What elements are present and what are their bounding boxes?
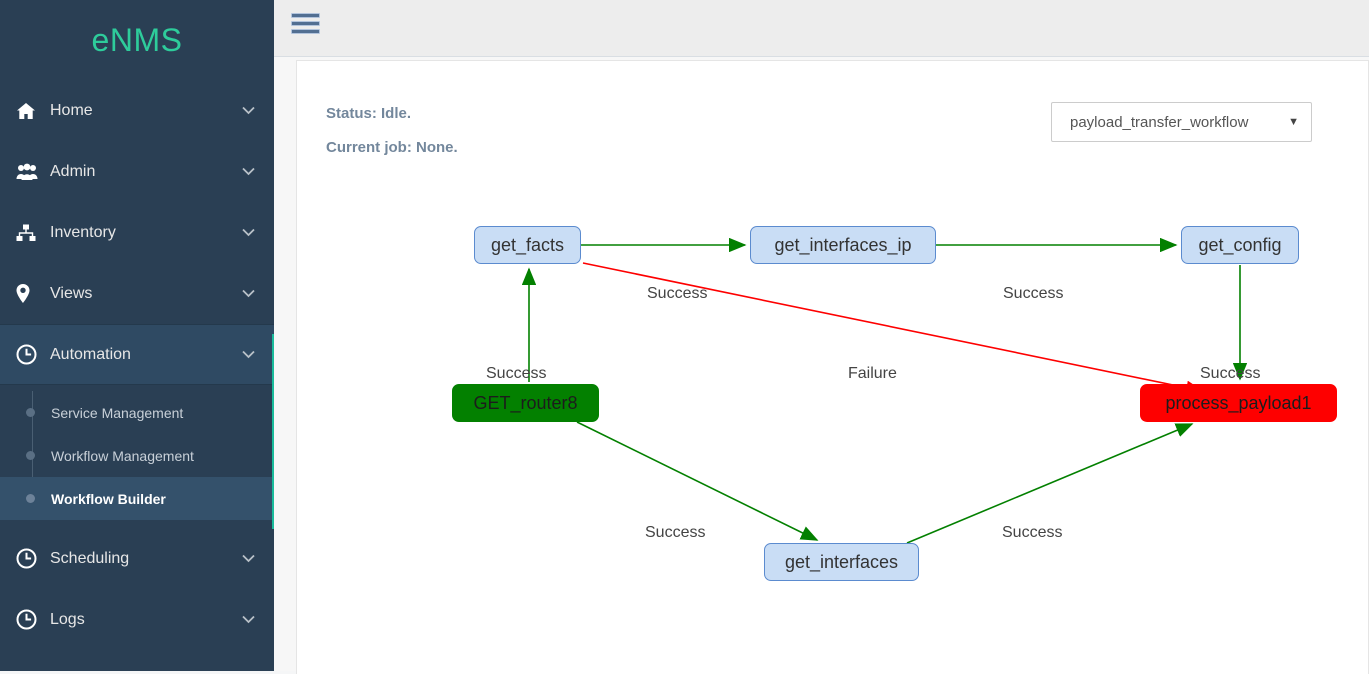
sidebar-item-label: Home — [50, 101, 93, 119]
sitemap-icon — [16, 224, 46, 242]
brand-logo[interactable]: eNMS — [0, 0, 274, 80]
workflow-builder-panel: Status: Idle. Current job: None. payload… — [296, 60, 1369, 674]
edge-label: Success — [645, 524, 706, 541]
clock-icon — [16, 548, 46, 569]
hamburger-bar — [291, 13, 320, 18]
chevron-down-icon — [240, 167, 256, 176]
node-label: get_interfaces_ip — [774, 234, 912, 255]
chevron-down-icon: ▼ — [1288, 116, 1299, 128]
bullet-icon — [26, 451, 35, 460]
sidebar-item-home[interactable]: Home — [0, 80, 274, 141]
chevron-down-icon — [240, 350, 256, 359]
edge-label: Success — [1200, 365, 1261, 382]
node-label: GET_router8 — [473, 392, 578, 413]
sidebar-item-inventory[interactable]: Inventory — [0, 202, 274, 263]
workflow-node-get-config[interactable]: get_config — [1181, 226, 1299, 264]
sidebar-item-label: Views — [50, 284, 93, 302]
sidebar-item-label: Workflow Builder — [51, 490, 166, 507]
users-icon — [16, 163, 46, 181]
workflow-node-get-interfaces[interactable]: get_interfaces — [764, 543, 919, 581]
chevron-down-icon — [240, 615, 256, 624]
hamburger-bar — [291, 29, 320, 34]
node-label: get_facts — [490, 234, 565, 255]
workflow-select-value: payload_transfer_workflow — [1070, 113, 1249, 131]
chevron-down-icon — [240, 554, 256, 563]
sidebar-item-label: Admin — [50, 162, 96, 180]
workflow-node-get-router8[interactable]: GET_router8 — [452, 384, 599, 422]
sidebar-item-workflow-builder[interactable]: Workflow Builder — [0, 477, 274, 520]
status-text: Status: Idle. — [326, 105, 412, 122]
bullet-icon — [26, 494, 35, 503]
automation-submenu: Service Management Workflow Management W… — [0, 385, 274, 528]
edge-label: Success — [647, 285, 708, 302]
node-label: get_interfaces — [784, 551, 899, 572]
bullet-icon — [26, 408, 35, 417]
workflow-node-get-interfaces-ip[interactable]: get_interfaces_ip — [750, 226, 936, 264]
chevron-down-icon — [240, 106, 256, 115]
sidebar-item-label: Workflow Management — [51, 447, 194, 464]
active-section-accent-bar — [272, 334, 274, 529]
sidebar-item-workflow-management[interactable]: Workflow Management — [0, 434, 274, 477]
workflow-graph[interactable]: Success Success Failure Success Success … — [297, 61, 1368, 674]
sidebar-item-views[interactable]: Views — [0, 263, 274, 324]
edge-label: Failure — [848, 365, 897, 382]
map-pin-icon — [16, 284, 46, 303]
workflow-select[interactable]: payload_transfer_workflow ▼ — [1051, 102, 1312, 142]
sidebar-item-admin[interactable]: Admin — [0, 141, 274, 202]
brand-name: eNMS — [91, 21, 183, 58]
sidebar-item-logs[interactable]: Logs — [0, 589, 274, 650]
hamburger-icon[interactable] — [291, 13, 321, 43]
top-bar — [274, 0, 1369, 57]
content-area: Status: Idle. Current job: None. payload… — [274, 57, 1369, 674]
workflow-edges — [521, 237, 1248, 544]
sidebar-item-automation[interactable]: Automation — [0, 324, 274, 385]
sidebar-item-label: Logs — [50, 610, 85, 628]
clock-icon — [16, 609, 46, 630]
chevron-down-icon — [240, 228, 256, 237]
sidebar-item-service-management[interactable]: Service Management — [0, 391, 274, 434]
current-job-text: Current job: None. — [326, 139, 458, 156]
node-label: get_config — [1198, 234, 1282, 255]
workflow-node-get-facts[interactable]: get_facts — [474, 226, 581, 264]
workflow-node-process-payload1[interactable]: process_payload1 — [1140, 384, 1337, 422]
edge-label: Success — [1003, 285, 1064, 302]
sidebar-item-label: Scheduling — [50, 549, 130, 567]
sidebar-item-label: Service Management — [51, 404, 184, 421]
sidebar-item-label: Automation — [50, 345, 131, 363]
sidebar-item-label: Inventory — [50, 223, 116, 241]
home-icon — [16, 102, 46, 120]
chevron-down-icon — [240, 289, 256, 298]
sidebar: eNMS Home Admin — [0, 0, 274, 671]
node-label: process_payload1 — [1165, 392, 1312, 413]
hamburger-bar — [291, 21, 320, 26]
clock-icon — [16, 344, 46, 365]
edge-label: Success — [1002, 524, 1063, 541]
edge-label: Success — [486, 365, 547, 382]
sidebar-item-scheduling[interactable]: Scheduling — [0, 528, 274, 589]
